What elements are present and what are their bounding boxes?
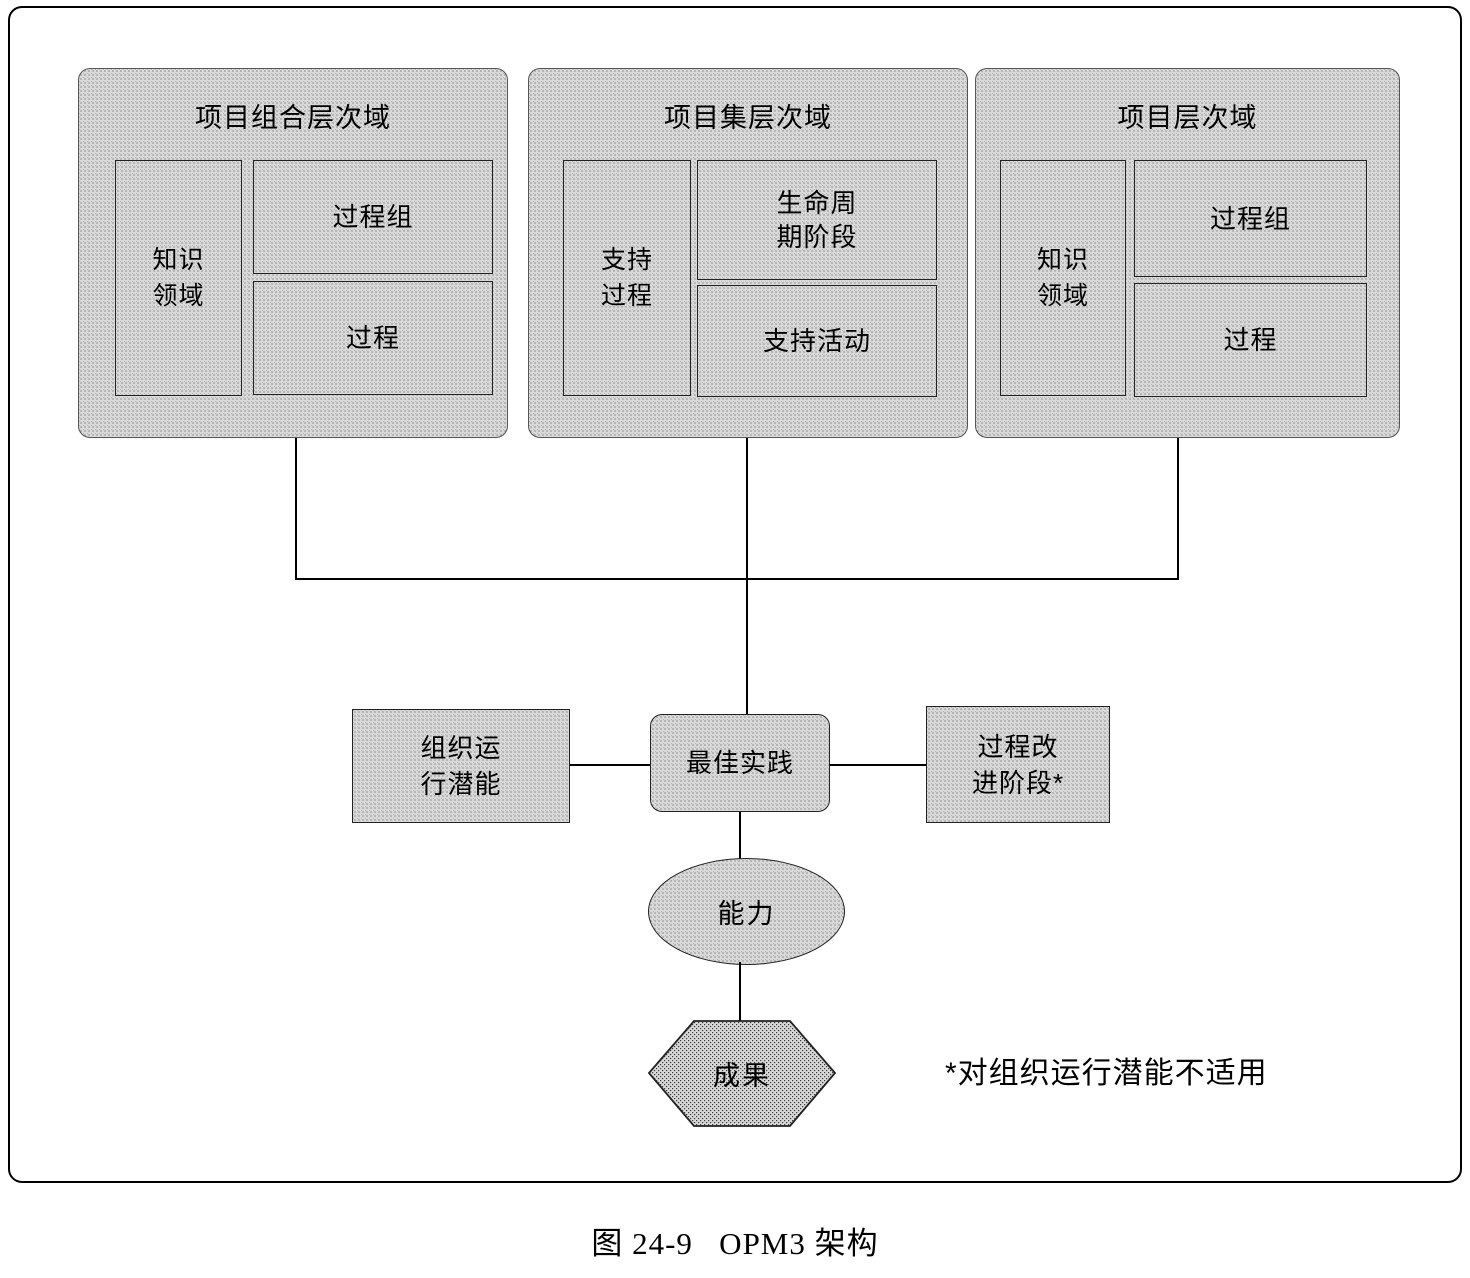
connector-domain-bus [295, 578, 1179, 580]
figure-caption: 图 24-9 OPM3 架构 [591, 1226, 879, 1261]
footnote-text: *对组织运行潜能不适用 [945, 1057, 1268, 1090]
connector-project-down [1177, 438, 1179, 580]
process-improvement-box[interactable]: 过程改 进阶段* [926, 706, 1110, 823]
project-process-group-box[interactable]: 过程组 [1134, 160, 1367, 277]
program-lifecycle-phase-box[interactable]: 生命周 期阶段 [697, 160, 937, 280]
connector-best-practice-to-capability [739, 812, 741, 860]
domain-panel-project-title: 项目层次域 [1117, 103, 1258, 133]
portfolio-knowledge-area-box[interactable]: 知识 领域 [115, 160, 242, 396]
domain-panel-portfolio-title: 项目组合层次域 [195, 103, 391, 133]
connector-best-practice-to-improvement [830, 764, 926, 766]
connector-bus-to-best-practice [746, 578, 748, 714]
capability-ellipse[interactable]: 能力 [648, 858, 845, 965]
connector-org-to-best-practice [570, 764, 650, 766]
best-practice-box[interactable]: 最佳实践 [650, 714, 830, 812]
program-support-process-box[interactable]: 支持 过程 [563, 160, 691, 396]
portfolio-process-box[interactable]: 过程 [253, 281, 493, 395]
org-capability-box[interactable]: 组织运 行潜能 [352, 709, 570, 823]
outcome-hexagon-shape [648, 1020, 836, 1127]
project-process-box[interactable]: 过程 [1134, 283, 1367, 397]
project-knowledge-area-box[interactable]: 知识 领域 [1000, 160, 1126, 396]
domain-panel-program-title: 项目集层次域 [664, 103, 832, 133]
connector-portfolio-down [295, 438, 297, 580]
program-support-activity-box[interactable]: 支持活动 [697, 285, 937, 397]
connector-capability-to-outcome [739, 962, 741, 1024]
connector-program-down [746, 438, 748, 580]
outcome-hexagon[interactable]: 成果 [648, 1020, 836, 1127]
portfolio-process-group-box[interactable]: 过程组 [253, 160, 493, 274]
